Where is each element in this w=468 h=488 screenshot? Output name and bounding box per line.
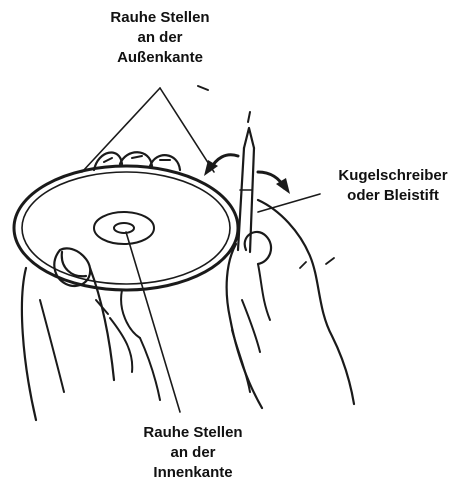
label-inner-line-1: Rauhe Stellen	[108, 423, 278, 443]
label-inner-line-3: Innenkante	[108, 463, 278, 483]
compact-disc	[14, 166, 238, 290]
label-outer-line-3: Außenkante	[70, 48, 250, 68]
label-pen-or-pencil: Kugelschreiber oder Bleistift	[318, 166, 468, 206]
label-outer-line-2: an der	[70, 28, 250, 48]
label-inner-edge-rough-spots: Rauhe Stellen an der Innenkante	[108, 423, 278, 483]
label-pen-line-2: oder Bleistift	[318, 186, 468, 206]
disc-center-hole	[114, 223, 134, 233]
speck-mark	[198, 86, 208, 90]
label-pen-line-1: Kugelschreiber	[318, 166, 468, 186]
disc-outer-rim-inner-line	[22, 172, 230, 284]
right-hand	[227, 200, 354, 408]
callout-lines	[82, 88, 320, 412]
pen-icon	[238, 112, 254, 252]
disc-hub-ring	[94, 212, 154, 244]
disc-outer-rim	[14, 166, 238, 290]
label-outer-edge-rough-spots: Rauhe Stellen an der Außenkante	[70, 8, 250, 68]
motion-arrows	[204, 155, 290, 194]
label-inner-line-2: an der	[108, 443, 278, 463]
callout-line-inner	[126, 232, 180, 412]
callout-line-pen	[258, 194, 320, 212]
label-outer-line-1: Rauhe Stellen	[70, 8, 250, 28]
